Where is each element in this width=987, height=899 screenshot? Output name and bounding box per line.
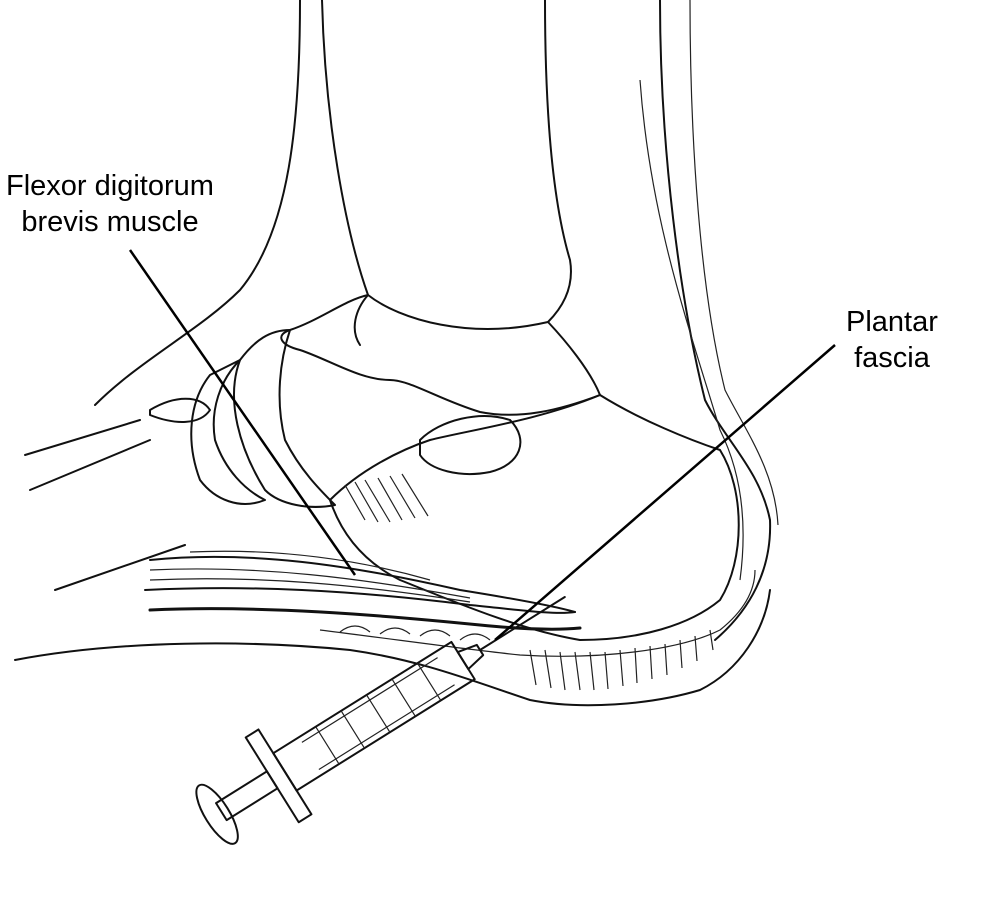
- leg-outline: [94, 0, 301, 406]
- talus: [280, 294, 601, 416]
- leader-line-flexor: [128, 249, 357, 576]
- metatarsal-base: [149, 397, 211, 423]
- leader-line-plantar-fascia: [494, 344, 836, 641]
- sustentaculum: [419, 415, 522, 476]
- navicular: [233, 329, 336, 508]
- label-line: Plantar: [846, 306, 938, 338]
- label-line: fascia: [854, 342, 930, 374]
- flexor-digitorum-brevis-muscle: [144, 550, 576, 614]
- syringe-plunger-thumb: [195, 783, 239, 845]
- syringe-barrel: [272, 640, 476, 792]
- tibia: [321, 0, 572, 346]
- plantar-skin: [14, 589, 771, 707]
- ligament-hatching: [344, 473, 429, 523]
- achilles-inner: [639, 0, 779, 581]
- syringe: [195, 596, 566, 845]
- label-line: Flexor digitorum: [6, 170, 214, 202]
- label-line: brevis muscle: [21, 206, 199, 238]
- syringe-hub: [456, 643, 485, 671]
- syringe-needle: [479, 596, 566, 651]
- syringe-flange: [244, 728, 313, 824]
- label-plantar-fascia: Plantar fascia: [846, 304, 938, 376]
- cuneiform: [190, 359, 266, 505]
- label-flexor-digitorum-brevis: Flexor digitorum brevis muscle: [6, 168, 214, 240]
- foot-dorsum-lines: [24, 419, 186, 591]
- calcaneus: [329, 394, 740, 641]
- heel-fat-lobules: [339, 625, 714, 691]
- plantar-fascia: [148, 607, 582, 631]
- syringe-plunger: [215, 770, 279, 822]
- achilles-tendon: [659, 0, 772, 641]
